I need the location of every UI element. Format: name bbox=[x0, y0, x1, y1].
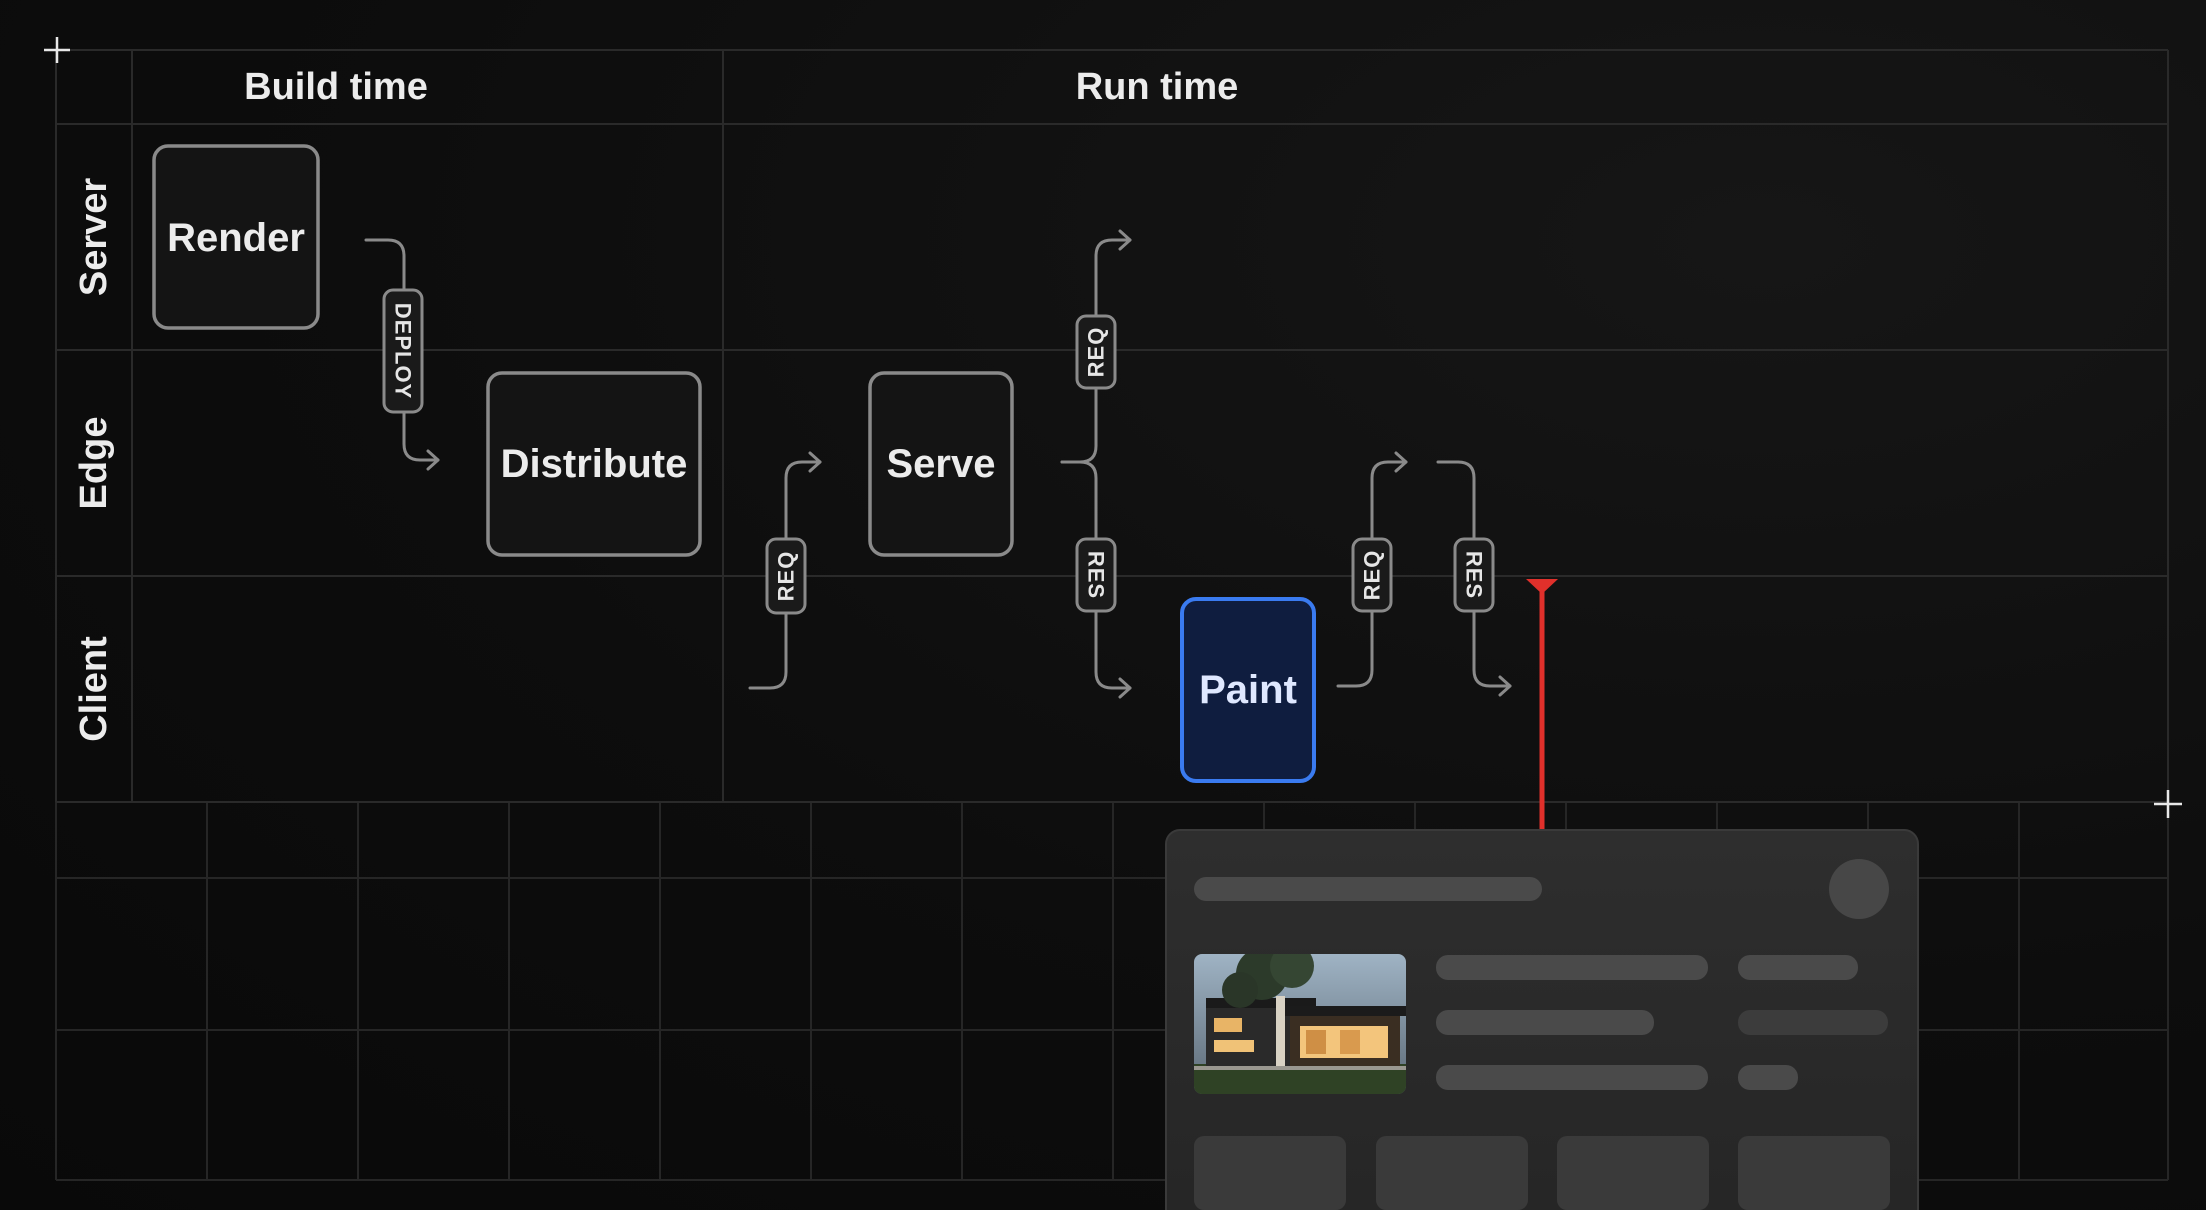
column-header-build-time: Build time bbox=[244, 66, 428, 108]
column-header-run-time: Run time bbox=[1076, 66, 1239, 108]
preview-tile bbox=[1194, 1136, 1346, 1210]
preview-meta-placeholder bbox=[1738, 1010, 1888, 1035]
tag-req-label: REQ bbox=[774, 551, 799, 602]
crosshair-icon bbox=[2154, 790, 2182, 818]
tag-res-edge-client-2: RES bbox=[1453, 537, 1495, 613]
tag-req-label: REQ bbox=[1084, 327, 1109, 378]
tag-req-edge-server: REQ bbox=[1075, 314, 1117, 390]
node-paint: Paint bbox=[1180, 597, 1316, 783]
node-distribute-label: Distribute bbox=[501, 442, 688, 486]
preview-tile bbox=[1738, 1136, 1890, 1210]
preview-text-placeholder bbox=[1436, 1010, 1654, 1035]
page-preview-card bbox=[1165, 829, 1919, 1210]
node-distribute: Distribute bbox=[486, 371, 702, 557]
preview-meta-placeholder bbox=[1738, 955, 1858, 980]
tag-req-label: REQ bbox=[1360, 550, 1385, 601]
tag-req-paint-edge: REQ bbox=[1351, 537, 1393, 613]
row-label-client: Client bbox=[73, 636, 115, 742]
preview-avatar-placeholder bbox=[1829, 859, 1889, 919]
node-render-label: Render bbox=[167, 216, 305, 260]
tag-deploy-label: DEPLOY bbox=[391, 303, 416, 399]
tag-res-edge-client: RES bbox=[1075, 537, 1117, 613]
preview-text-placeholder bbox=[1436, 1065, 1708, 1090]
crosshair-icon bbox=[44, 37, 70, 63]
preview-text-placeholder bbox=[1436, 955, 1708, 980]
node-serve-label: Serve bbox=[887, 442, 996, 486]
node-serve: Serve bbox=[868, 371, 1014, 557]
house-photo-thumbnail bbox=[1194, 954, 1406, 1094]
preview-tile bbox=[1376, 1136, 1528, 1210]
row-label-server: Server bbox=[73, 178, 115, 297]
row-label-edge: Edge bbox=[73, 417, 115, 510]
tag-res-label: RES bbox=[1084, 551, 1109, 599]
timeline-marker bbox=[1526, 579, 1558, 832]
preview-meta-placeholder bbox=[1738, 1065, 1798, 1090]
node-paint-label: Paint bbox=[1199, 668, 1297, 712]
node-render: Render bbox=[152, 144, 320, 330]
preview-tile bbox=[1557, 1136, 1709, 1210]
preview-title-placeholder bbox=[1194, 877, 1542, 901]
tag-deploy: DEPLOY bbox=[382, 288, 424, 414]
tag-res-label: RES bbox=[1462, 551, 1487, 599]
tag-req-client-edge: REQ bbox=[765, 537, 807, 615]
